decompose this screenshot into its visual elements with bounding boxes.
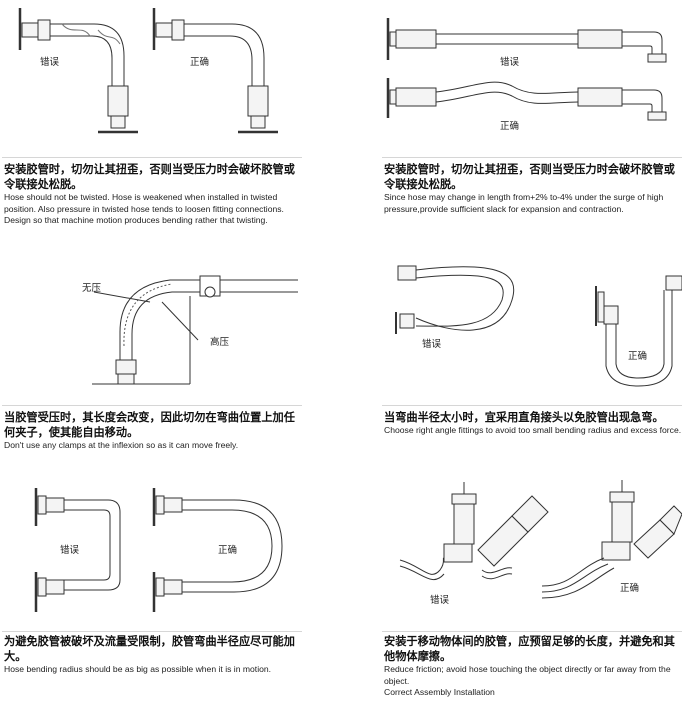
- caption-en: Hose bending radius should be as big as …: [4, 664, 272, 675]
- label-right: 正确: [500, 121, 520, 132]
- caption-cn: 安装于移动物体间的胶管，应预留足够的长度，并避免和其他物体摩擦。: [384, 635, 675, 664]
- label-no-pressure: 无压: [82, 283, 102, 294]
- caption: 为避免胶管被破坏及流量受限制，胶管弯曲半径应尽可能加大。 Hose bendin…: [4, 634, 304, 676]
- caption-en: Reduce friction; avoid hose touching the…: [384, 664, 671, 686]
- label-right: 正确: [628, 351, 648, 362]
- label-high-pressure: 高压: [210, 337, 230, 348]
- caption: 当弯曲半径太小时，宜采用直角接头以免胶管出现急弯。 Choose right a…: [384, 410, 684, 437]
- label-right: 正确: [190, 57, 210, 68]
- label-wrong: 错误: [60, 545, 80, 556]
- divider: [382, 405, 682, 406]
- label-wrong: 错误: [40, 57, 60, 68]
- caption-en: Choose right angle fittings to avoid too…: [384, 425, 682, 436]
- caption-en: Don't use any clamps at the inflexion so…: [4, 440, 239, 451]
- caption-en: Since hose may change in length from+2% …: [384, 192, 664, 214]
- bend-radius-diagram: [395, 265, 682, 387]
- divider: [2, 631, 302, 632]
- caption-cn: 安装胶管时，切勿让其扭歪，否则当受压力时会破坏胶管或令联接处松脱。: [4, 163, 295, 192]
- divider: [2, 405, 302, 406]
- figure-friction: 错误 正确: [382, 462, 682, 630]
- caption: 安装于移动物体间的胶管，应预留足够的长度，并避免和其他物体摩擦。 Reduce …: [384, 634, 684, 699]
- divider: [382, 631, 682, 632]
- caption-en-2: Correct Assembly Installation: [384, 687, 495, 698]
- caption-cn: 为避免胶管被破坏及流量受限制，胶管弯曲半径应尽可能加大。: [4, 635, 295, 664]
- caption-cn: 当胶管受压时，其长度会改变，因此切勿在弯曲位置上加任何夹子，使其能自由移动。: [4, 411, 295, 440]
- label-wrong: 错误: [500, 57, 520, 68]
- figure-slack: 错误 正确: [382, 0, 682, 155]
- caption: 安装胶管时，切勿让其扭歪，否则当受压力时会破坏胶管或令联接处松脱。 Hose s…: [4, 162, 304, 227]
- twist-diagram: [18, 8, 278, 134]
- figure-bend-radius: 错误 正确: [382, 236, 682, 404]
- clamp-diagram: [92, 275, 298, 385]
- caption: 当胶管受压时，其长度会改变，因此切勿在弯曲位置上加任何夹子，使其能自由移动。 D…: [4, 410, 304, 452]
- motion-radius-diagram: [34, 488, 283, 612]
- label-wrong: 错误: [422, 339, 442, 350]
- figure-clamp: 无压 高压: [2, 236, 302, 404]
- divider: [2, 157, 302, 158]
- label-wrong: 错误: [430, 595, 450, 606]
- label-right: 正确: [218, 545, 238, 556]
- caption-cn: 当弯曲半径太小时，宜采用直角接头以免胶管出现急弯。: [384, 411, 664, 424]
- figure-motion-radius: 错误 正确: [2, 462, 302, 630]
- label-right: 正确: [620, 583, 640, 594]
- divider: [382, 157, 682, 158]
- slack-diagram: [386, 18, 667, 121]
- figure-twist: 错误 正确: [2, 0, 302, 155]
- caption-cn: 安装胶管时，切勿让其扭歪，否则当受压力时会破坏胶管或令联接处松脱。: [384, 163, 675, 192]
- caption: 安装胶管时，切勿让其扭歪，否则当受压力时会破坏胶管或令联接处松脱。 Since …: [384, 162, 684, 215]
- friction-diagram: [399, 480, 682, 599]
- caption-en: Hose should not be twisted. Hose is weak…: [4, 192, 284, 226]
